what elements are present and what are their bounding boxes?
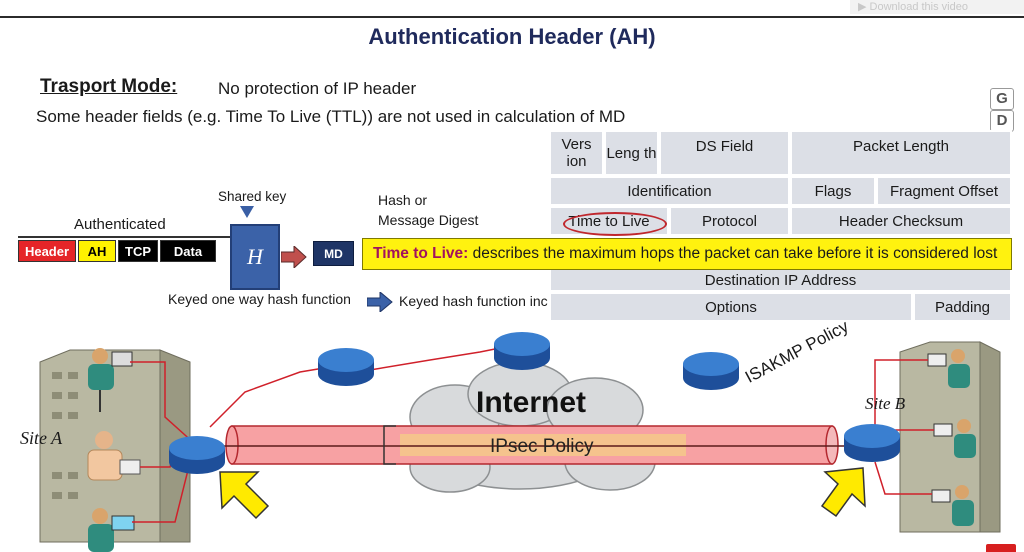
ttl-term: Time to Live: xyxy=(373,245,469,262)
site-b-building xyxy=(899,341,1001,533)
ip-header-table: Vers ion Leng th DS Field Packet Length … xyxy=(549,130,1012,322)
ttl-highlight-oval xyxy=(563,212,667,236)
packet-header-field: Header xyxy=(18,240,76,262)
download-video-bar[interactable]: ▶ Download this video xyxy=(850,0,1024,14)
site-a-building xyxy=(39,349,191,543)
hash-function-box: H xyxy=(230,224,280,290)
slide-title: Authentication Header (AH) xyxy=(368,24,656,49)
hash-label-line2: Message Digest xyxy=(378,212,479,228)
ipsec-tunnel xyxy=(200,425,880,465)
router-icon xyxy=(318,348,374,386)
user-icon xyxy=(927,349,970,388)
cell-protocol: Protocol xyxy=(669,206,790,236)
play-video-button[interactable] xyxy=(986,544,1016,552)
mode-label: Trasport Mode: xyxy=(40,76,178,97)
cell-version: Vers ion xyxy=(549,130,604,176)
router-icon xyxy=(169,436,225,474)
mode-description: No protection of IP header xyxy=(218,79,417,98)
pointer-arrow-icon xyxy=(219,471,270,520)
right-arrow-icon xyxy=(367,292,393,312)
cell-length: Leng th xyxy=(604,130,659,176)
cell-fragment-offset: Fragment Offset xyxy=(876,176,1012,206)
hash-label: Hash or Message Digest xyxy=(378,190,478,230)
site-a-label: Site A xyxy=(20,428,63,448)
ipsec-policy-label: IPsec Policy xyxy=(490,436,594,457)
packet-ah-field: AH xyxy=(78,240,116,262)
shared-key-label: Shared key xyxy=(218,189,287,204)
side-letter-d: D xyxy=(990,110,1014,132)
top-rule xyxy=(0,16,1024,18)
cell-ds-field: DS Field xyxy=(659,130,790,176)
cell-packet-length: Packet Length xyxy=(790,130,1012,176)
user-icon xyxy=(88,348,133,412)
right-arrow-icon xyxy=(281,246,307,268)
user-icon xyxy=(88,508,135,552)
ttl-definition-banner: Time to Live: describes the maximum hops… xyxy=(362,238,1012,270)
user-icon xyxy=(931,485,974,526)
hash-label-line1: Hash or xyxy=(378,192,428,208)
cell-destination: Destination IP Address xyxy=(549,268,1012,292)
pointer-arrow-icon xyxy=(820,467,866,518)
packet-data-field: Data xyxy=(160,240,216,262)
cell-identification: Identification xyxy=(549,176,790,206)
fields-note: Some header fields (e.g. Time To Live (T… xyxy=(36,107,626,126)
cell-header-checksum: Header Checksum xyxy=(790,206,1012,236)
router-icon xyxy=(494,332,550,370)
internet-label: Internet xyxy=(476,386,587,419)
router-icon xyxy=(844,424,900,462)
md-box: MD xyxy=(313,241,354,266)
site-b-label: Site B xyxy=(865,394,906,413)
down-arrow-icon xyxy=(240,206,254,218)
user-icon xyxy=(933,419,976,458)
cell-flags: Flags xyxy=(790,176,876,206)
network-diagram xyxy=(39,332,1016,552)
authenticated-label: Authenticated xyxy=(74,216,166,233)
play-icon: ▶ xyxy=(858,1,870,13)
cell-padding: Padding xyxy=(913,292,1012,322)
lan-links xyxy=(130,347,934,523)
keyed-hash-label: Keyed hash function inc xyxy=(399,293,548,309)
cell-options: Options xyxy=(549,292,913,322)
user-icon xyxy=(87,431,141,481)
side-letter-g: G xyxy=(990,88,1014,110)
router-icon xyxy=(683,352,739,390)
download-video-label: Download this video xyxy=(869,1,968,13)
authenticated-bracket xyxy=(18,236,230,238)
ttl-definition: describes the maximum hops the packet ca… xyxy=(468,245,998,262)
packet-tcp-field: TCP xyxy=(118,240,158,262)
keyed-one-way-label: Keyed one way hash function xyxy=(168,291,351,307)
